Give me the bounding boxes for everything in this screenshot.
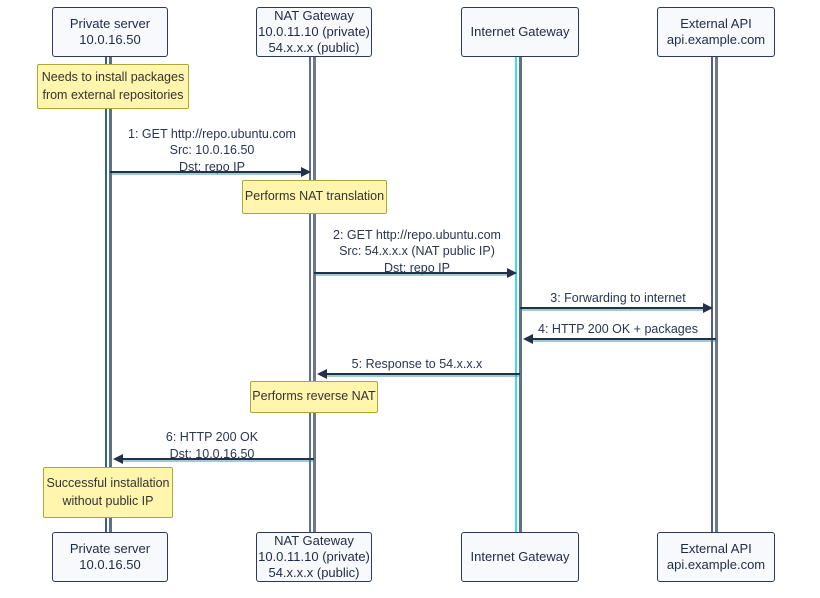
actor-nat-gateway-bottom: NAT Gateway 10.0.11.10 (private) 54.x.x.… bbox=[256, 532, 372, 582]
lifeline-external-api-accent bbox=[711, 57, 713, 532]
message-5-line bbox=[324, 373, 520, 375]
note-successful-install: Successful installation without public I… bbox=[43, 467, 173, 518]
message-3-label: 3: Forwarding to internet bbox=[550, 291, 686, 305]
actor-external-api-top: External API api.example.com bbox=[657, 7, 775, 57]
lifeline-internet-gateway bbox=[519, 57, 522, 532]
message-4-arrowhead-icon bbox=[523, 334, 533, 344]
lifeline-private-server-accent bbox=[105, 57, 107, 532]
message-6-line bbox=[120, 458, 314, 460]
message-2-line bbox=[314, 272, 510, 274]
actor-private-server-bottom: Private server 10.0.16.50 bbox=[52, 532, 168, 582]
lifeline-nat-gateway-accent bbox=[309, 57, 311, 532]
message-5-label: 5: Response to 54.x.x.x bbox=[351, 357, 483, 371]
message-2-arrowhead-icon bbox=[507, 268, 517, 278]
note-install-packages: Needs to install packages from external … bbox=[37, 64, 189, 109]
message-6-arrowhead-icon bbox=[113, 454, 123, 464]
lifeline-nat-gateway bbox=[313, 57, 316, 532]
message-3-line bbox=[520, 307, 706, 309]
message-4-line bbox=[530, 338, 716, 340]
message-5-arrowhead-icon bbox=[317, 369, 327, 379]
actor-private-server-top: Private server 10.0.16.50 bbox=[52, 7, 168, 57]
actor-external-api-bottom: External API api.example.com bbox=[657, 532, 775, 582]
message-6-label: 6: HTTP 200 OK Dst: 10.0.16.50 bbox=[165, 430, 259, 461]
actor-internet-gateway-top: Internet Gateway bbox=[461, 7, 579, 57]
message-2-label: 2: GET http://repo.ubuntu.com Src: 54.x.… bbox=[333, 227, 501, 275]
message-1-arrowhead-icon bbox=[301, 167, 311, 177]
message-4-label: 4: HTTP 200 OK + packages bbox=[538, 322, 698, 336]
actor-internet-gateway-bottom: Internet Gateway bbox=[461, 532, 579, 582]
note-nat-translation: Performs NAT translation bbox=[242, 180, 387, 214]
message-1-label: 1: GET http://repo.ubuntu.com Src: 10.0.… bbox=[128, 126, 296, 174]
lifeline-internet-gateway-accent bbox=[515, 57, 517, 532]
note-reverse-nat: Performs reverse NAT bbox=[250, 381, 378, 413]
actor-nat-gateway-top: NAT Gateway 10.0.11.10 (private) 54.x.x.… bbox=[256, 7, 372, 57]
lifeline-private-server bbox=[109, 57, 112, 532]
lifeline-external-api bbox=[715, 57, 718, 532]
message-1-line bbox=[110, 171, 304, 173]
message-3-arrowhead-icon bbox=[703, 303, 713, 313]
